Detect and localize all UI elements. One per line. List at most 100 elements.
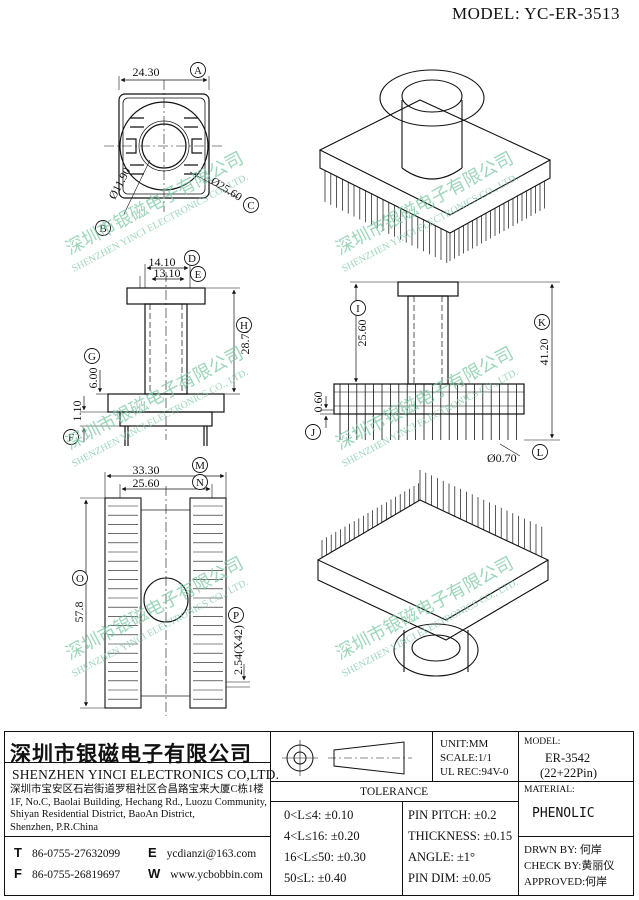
dim-I-letter: I [356,303,360,315]
dim-H-value: 28.70 [238,328,252,355]
web-label: W [148,866,161,881]
tolerance-left-3: 16<L≤50: ±0.30 [284,850,366,864]
projection-symbol [282,740,412,776]
isometric-view-top [318,69,552,263]
web-value: www.ycbobbin.com [170,869,263,881]
dim-J-marker [305,424,321,440]
dim-B-value: Ø11.90 [107,166,134,202]
dim-M-letter: M [195,460,205,472]
dim-K-value: 41.20 [537,339,551,366]
dim-H-letter: H [240,320,248,332]
dim-E-value: 13.10 [154,266,181,280]
dim-I-marker [350,300,366,316]
tb-divider-9 [4,836,270,837]
dim-J-value: 0.60 [311,392,325,413]
dim-H-marker [236,317,252,333]
dim-I-value: 25.60 [355,320,369,347]
company-address: 深圳市宝安区石岩街道罗租社区合昌路宝来大厦C栋1楼 1F, No.C, Baol… [10,784,268,834]
dim-G-letter: G [88,351,96,363]
dim-M-marker [192,457,208,473]
dim-F-value: 1.10 [70,401,84,422]
approved-by: APPROVED:何岸 [524,876,608,888]
contact-tel: T 86-0755-27632099 [14,845,120,860]
dim-G-value: 6.00 [86,368,100,389]
drawn-by: DRWN BY: 何岸 [524,844,602,856]
fax-value: 86-0755-26819697 [31,869,121,881]
dim-G-marker [84,348,100,364]
tolerance-right-3: ANGLE: ±1° [408,850,476,864]
dim-A-letter: A [194,65,202,77]
dim-N-letter: N [196,477,204,489]
tb-divider-8 [518,836,634,837]
tolerance-label: TOLERANCE [360,786,429,798]
dim-A-value: 24.30 [133,65,160,79]
dim-N-value: 25.60 [133,476,160,490]
tb-divider-5 [4,762,270,763]
dim-D-letter: D [188,253,196,265]
dim-B-letter: B [99,223,106,235]
material-value: PHENOLIC [532,806,595,821]
tel-value: 86-0755-27632099 [31,848,121,860]
fax-label: F [14,866,22,881]
dim-O-value: 57.8 [72,602,86,623]
tolerance-left-1: 0<L≤4: ±0.10 [284,808,354,822]
dim-J-letter: J [311,427,316,439]
dim-F-marker [63,429,79,445]
model-pins: (22+22Pin) [540,766,598,780]
company-name-cn: 深圳市银磁电子有限公司 [10,741,252,766]
dim-K-letter: K [538,317,546,329]
address-line-1: 深圳市宝安区石岩街道罗租社区合昌路宝来大厦C栋1楼 [10,784,264,795]
top-view [104,76,239,215]
watermark-cn-1: 深圳市银磁电子有限公司 [62,148,246,259]
front-view [80,264,240,446]
bottom-view [80,472,250,716]
email-value: ycdianzi@163.com [166,848,257,860]
model-label: MODEL: [524,737,561,747]
dim-L-letter: L [537,447,544,459]
dim-M-value: 33.30 [133,463,160,477]
address-line-2: 1F, No.C, Baolai Building, Hechang Rd., … [10,796,267,808]
dim-A-marker [190,62,206,78]
address-line-4: Shenzhen, P.R.China [10,821,99,833]
tolerance-left-4: 50≤L: ±0.40 [284,871,347,885]
dim-E-marker [190,266,206,282]
address-line-3: Shiyan Residential District, BaoAn Distr… [10,809,195,820]
tb-divider-6 [270,801,518,802]
dim-P-letter: P [233,610,239,622]
unit: UNIT:MM [440,738,489,750]
side-view [320,281,560,457]
email-label: E [148,845,157,860]
dim-P-value: 2.54(X42) [231,625,245,675]
title-block [4,731,634,896]
model-value: ER-3542 [545,751,591,765]
watermark-cn-4: 深圳市银磁电子有限公司 [332,343,516,454]
dim-P-marker [228,607,244,623]
dim-N-marker [192,474,208,490]
contact-fax: F 86-0755-26819697 [14,866,120,881]
watermark-cn-5: 深圳市银磁电子有限公司 [62,553,246,664]
tel-label: T [14,845,22,860]
ul-rec: UL REC:94V-0 [440,766,509,778]
model-title: MODEL: YC-ER-3513 [452,4,620,23]
tolerance-right-4: PIN DIM: ±0.05 [408,871,491,885]
scale: SCALE:1/1 [440,752,492,764]
tolerance-left-2: 4<L≤16: ±0.20 [284,829,360,843]
tb-divider-3 [518,731,520,896]
technical-drawing: 24.30 A Ø11.90 B Ø25.60 C 14.10 D 1 [62,62,560,716]
material-label: MATERIAL: [524,785,575,795]
company-name-en: SHENZHEN YINCI ELECTRONICS CO,LTD. [12,767,280,782]
dim-D-marker [184,250,200,266]
dim-L-marker [532,444,548,460]
dim-K-marker [534,314,550,330]
tb-divider-4 [270,781,634,783]
dim-C-letter: C [247,200,254,212]
tb-divider-7 [402,801,403,896]
tolerance-right-2: THICKNESS: ±0.15 [408,829,513,843]
dim-L-value: Ø0.70 [487,451,517,465]
tolerance-right-1: PIN PITCH: ±0.2 [408,808,497,822]
dim-E-letter: E [195,269,202,281]
check-by: CHECK BY:黄丽仪 [524,860,615,872]
watermark-cn-6: 深圳市银磁电子有限公司 [332,553,516,664]
